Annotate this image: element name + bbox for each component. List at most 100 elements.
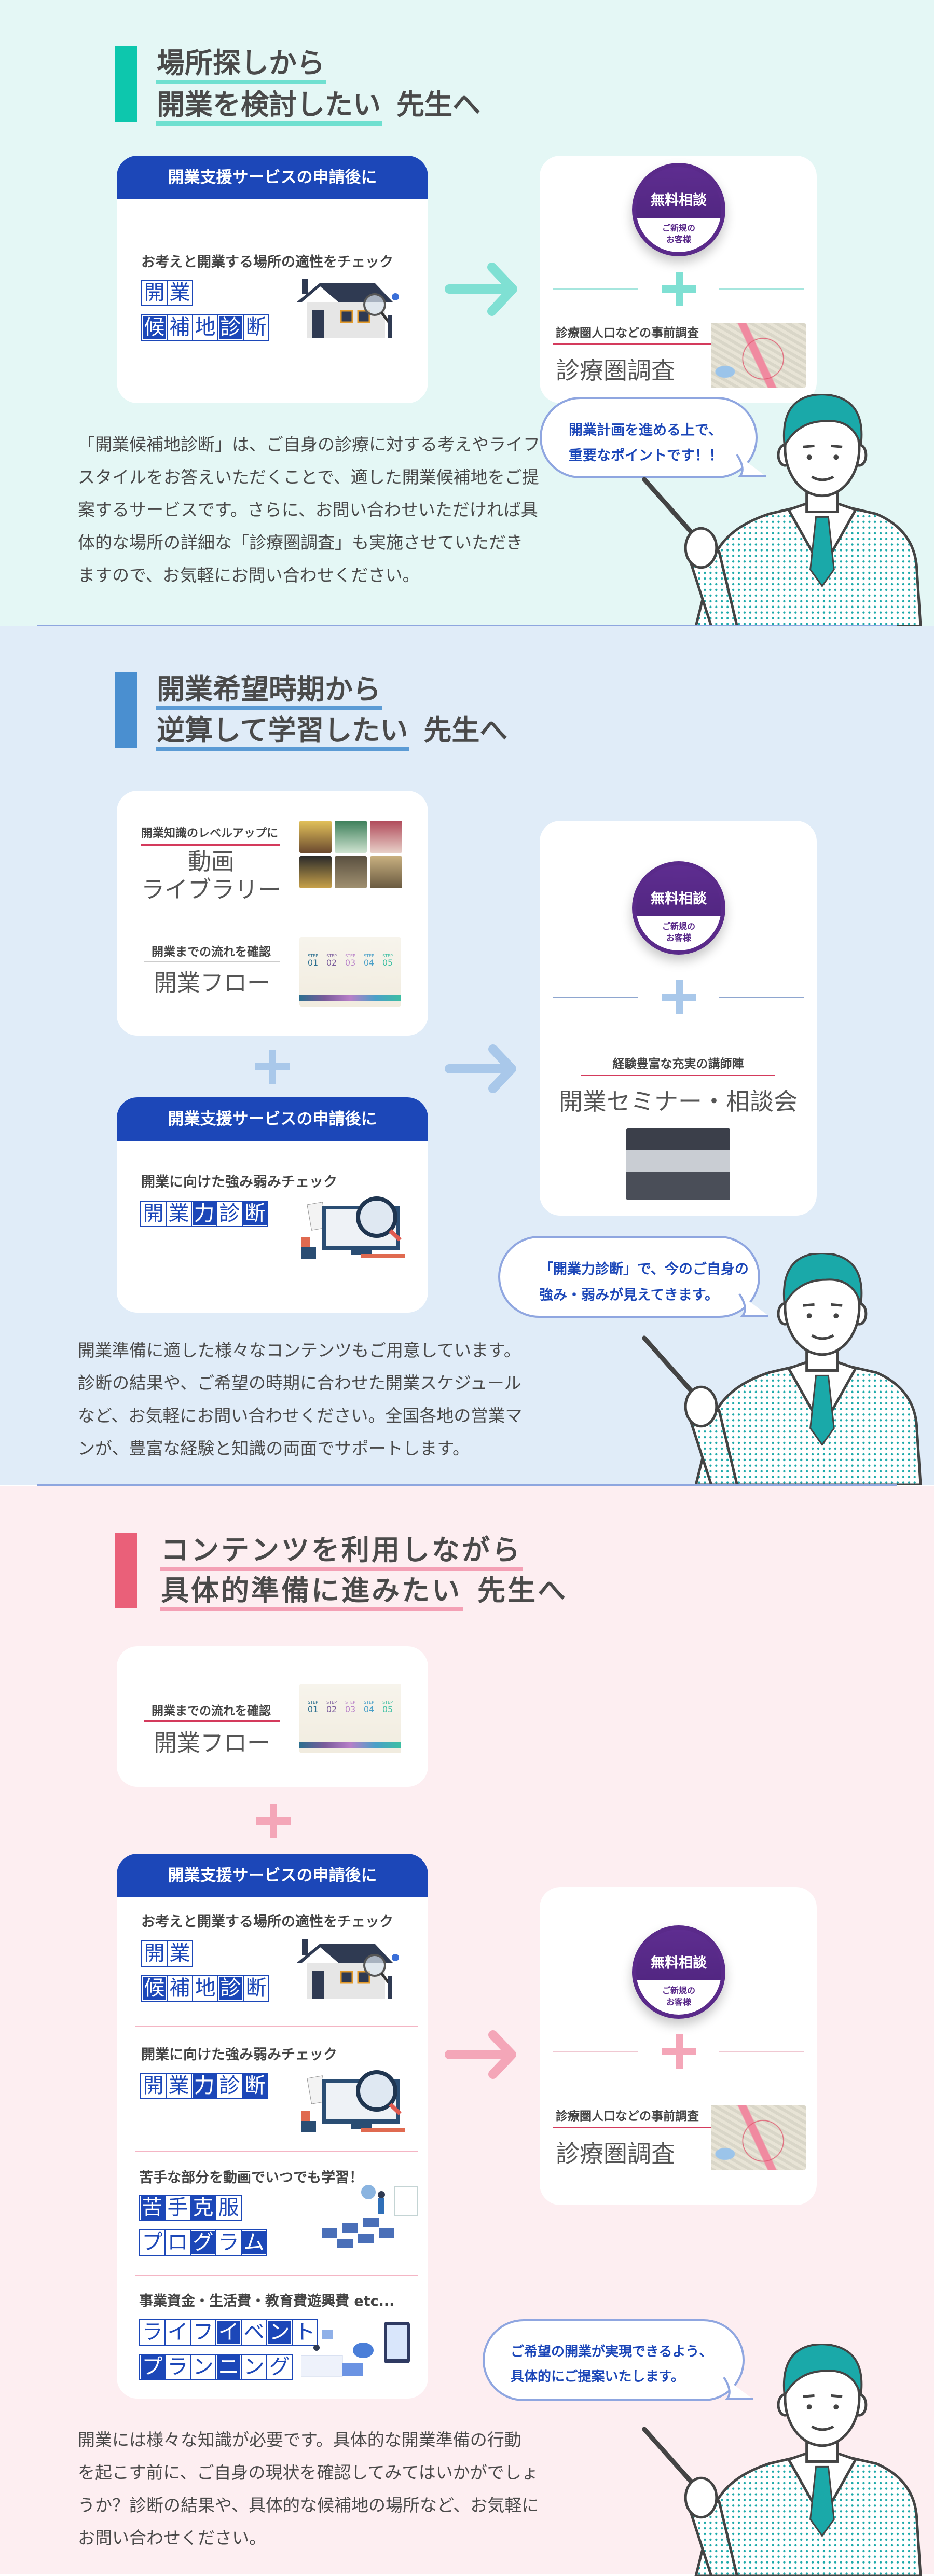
- title-line-2: 具体的準備に進みたい: [160, 1574, 463, 1611]
- step-number: 04: [363, 958, 375, 968]
- bubble-text: 重要なポイントです！！: [569, 448, 723, 464]
- badge-char: 候: [141, 1975, 168, 2002]
- advisor-character: [633, 394, 924, 626]
- advisor-character: [633, 1253, 924, 1485]
- title-line-2: 開業を検討したい: [156, 88, 382, 126]
- bubble-text: 強み・弱みが見えてきます。: [539, 1287, 719, 1303]
- section-title: 開業希望時期から 逆算して学習したい先生へ: [156, 669, 507, 751]
- video-library-title[interactable]: 動画 ライブラリー: [136, 848, 286, 904]
- badge-char: グ: [266, 2354, 293, 2380]
- badge-line: 開業開業: [141, 1940, 268, 1967]
- step-number: 02: [326, 1704, 337, 1714]
- bubble-tail: [723, 2376, 753, 2400]
- badge-char: 断: [242, 2073, 268, 2099]
- area-survey-title: 診療圏調査: [556, 2140, 675, 2168]
- badge-char: ム: [241, 2229, 267, 2256]
- card-header: 開業支援サービスの申請後に: [117, 156, 428, 199]
- arrow-right-icon: [445, 263, 517, 316]
- paragraph-line: を起こす前に、ご自身の現状を確認してみてはいかがでしょ: [78, 2462, 539, 2483]
- flow-bar: [299, 995, 401, 1001]
- map-thumbnail: [711, 2105, 806, 2170]
- badge-char: プ: [139, 2229, 166, 2256]
- flow-title: 開業フロー: [154, 1729, 271, 1757]
- badge-char: 克: [190, 2195, 216, 2221]
- step-number: 02: [326, 958, 337, 968]
- paragraph-line: 診断の結果や、ご希望の時期に合わせた開業スケジュール: [78, 1373, 521, 1393]
- divider: [553, 997, 638, 998]
- house-illustration: [297, 279, 401, 341]
- step-number: 01: [307, 1704, 319, 1714]
- divider: [719, 288, 804, 290]
- badge-char: 開: [140, 1201, 167, 1227]
- badge-char: 開: [140, 2073, 167, 2099]
- divider: [144, 961, 280, 962]
- location-diagnosis-card[interactable]: 開業支援サービスの申請後に: [117, 156, 428, 403]
- step-number: 03: [345, 958, 356, 968]
- badge-char: プ: [139, 2354, 166, 2380]
- step-label: STEP: [345, 954, 355, 958]
- arrow-right-icon: [445, 1044, 516, 1093]
- badge-char: 診: [217, 1975, 244, 2002]
- seminar-title: 開業セミナー・相談会: [559, 1087, 798, 1115]
- badge-char: 補: [167, 314, 193, 341]
- plus-icon: [255, 1050, 290, 1084]
- badge-main-text: 無料相談: [651, 192, 707, 209]
- badge-char: 診: [216, 2073, 243, 2099]
- divider: [553, 2051, 638, 2052]
- badge-char: 業: [166, 2073, 192, 2099]
- badge-char: ン: [241, 2354, 267, 2380]
- badge-sub-text: ご新規の: [662, 223, 695, 233]
- badge-line: 開業力診断開業力診断: [140, 1201, 268, 1227]
- section-description: 開業準備に適した様々なコンテンツもご用意しています。診断の結果や、ご希望の時期に…: [78, 1334, 522, 1465]
- house-illustration: [297, 1939, 401, 2002]
- title-line-2: 逆算して学習したい: [156, 714, 409, 751]
- divider: [135, 2151, 418, 2152]
- badge-line: 候補地診断候補地診断: [141, 1975, 269, 2002]
- badge-line: プランニングプランニング: [139, 2354, 317, 2380]
- badge-char: 力: [191, 1201, 217, 1227]
- badge-char: ト: [292, 2319, 318, 2346]
- speech-bubble: 「開業力診断」で、今のご自身の 強み・弱みが見えてきます。: [498, 1236, 768, 1318]
- free-consultation-badge: 無料相談ご新規のお客様: [632, 861, 725, 955]
- badge-char: 手: [164, 2195, 191, 2221]
- paragraph-line: 案するサービスです。さらに、お問い合わせいただければ具: [78, 500, 538, 520]
- badge-char: ロ: [164, 2229, 191, 2256]
- weakness-program-badge: 苦手克服苦手克服プログラムプログラム: [139, 2195, 267, 2264]
- badge-line: 候補地診断候補地診断: [141, 314, 269, 341]
- seminar-subtitle: 経験豊富な充実の講師陣: [612, 1057, 744, 1071]
- badge-line: 苦手克服苦手克服: [139, 2195, 266, 2221]
- flow-bar: [299, 1742, 401, 1748]
- free-consultation-badge: 無料相談ご新規のお客様: [632, 163, 725, 256]
- video-thumbnails: [299, 821, 402, 888]
- divider: [719, 997, 804, 998]
- paragraph-line: 体的な場所の詳細な「診療圏調査」も実施させていただき: [78, 532, 523, 553]
- strength-diagnosis-badge: 開業力診断開業力診断: [140, 1201, 268, 1235]
- badge-char: ラ: [164, 2354, 191, 2380]
- bubble-tail: [738, 1293, 768, 1317]
- badge-char: 苦: [139, 2195, 166, 2221]
- paragraph-line: ますので、お気軽にお問い合わせください。: [78, 565, 420, 585]
- title-suffix: 先生へ: [477, 1574, 568, 1607]
- card-subtitle: 開業に向けた強み弱みチェック: [141, 1174, 337, 1190]
- speech-bubble: ご希望の開業が実現できるよう、 具体的にご提案いたします。: [483, 2319, 753, 2401]
- step-number: 05: [382, 958, 393, 968]
- badge-char: ラ: [139, 2319, 166, 2346]
- badge-char: 診: [216, 1201, 243, 1227]
- life-event-planning-badge: ライフイベントライフイベントプランニングプランニング: [139, 2319, 318, 2389]
- card-subtitle: お考えと開業する場所の適性をチェック: [141, 254, 393, 270]
- finance-illustration: [301, 2319, 418, 2381]
- step-number: 05: [382, 1704, 393, 1714]
- divider: [719, 2051, 804, 2052]
- badge-char: ラ: [215, 2229, 242, 2256]
- paragraph-line: ンが、豊富な経験と知識の両面でサポートします。: [78, 1438, 470, 1458]
- plus-icon: [256, 1804, 291, 1838]
- badge-char: ベ: [241, 2319, 267, 2346]
- area-survey-title: 診療圏調査: [556, 356, 675, 384]
- title-suffix: 先生へ: [396, 88, 480, 121]
